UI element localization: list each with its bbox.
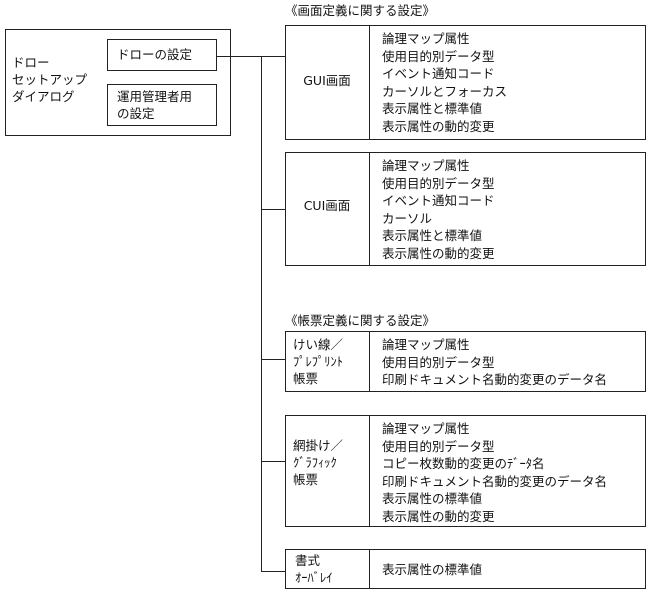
attribute-item: 表示属性の標準値 <box>382 562 483 577</box>
box-divider <box>369 25 370 140</box>
form-overlay-label: 書式 ｵｰﾊﾞﾚｲ <box>285 552 369 586</box>
attribute-item: 表示属性の動的変更 <box>382 245 495 261</box>
screen-section-heading: 《画面定義に関する設定》 <box>285 3 436 18</box>
attribute-item: カーソルとフォーカス <box>382 83 508 99</box>
admin-settings-label-line: の設定 <box>117 106 155 121</box>
box-divider <box>369 549 370 589</box>
attribute-item: 論理マップ属性 <box>382 158 470 173</box>
connector-line <box>261 571 285 572</box>
preprint-form-box <box>285 331 646 392</box>
attribute-item: 使用目的別データ型 <box>382 48 495 64</box>
group-label-line: 書式 <box>295 553 321 568</box>
group-label-line: 帳票 <box>293 472 319 487</box>
attribute-item: 表示属性の動的変更 <box>382 118 495 134</box>
box-divider <box>369 415 370 527</box>
attribute-item: イベント通知コード <box>382 66 495 82</box>
attribute-item: コピー枚数動的変更のﾃﾞｰﾀ名 <box>382 456 545 472</box>
preprint-form-label: けい線／ ﾌﾟﾚﾌﾟﾘﾝﾄ 帳票 <box>285 336 369 387</box>
form-overlay-box <box>285 549 646 589</box>
group-label-line: 帳票 <box>293 371 319 386</box>
preprint-attribute-list: 論理マップ属性 使用目的別データ型 印刷ドキュメント名動的変更のデータ名 <box>382 336 607 389</box>
attribute-item: カーソル <box>382 210 433 226</box>
attribute-item: 論理マップ属性 <box>382 31 470 46</box>
attribute-item: 表示属性の動的変更 <box>382 508 495 524</box>
attribute-item: 使用目的別データ型 <box>382 354 495 370</box>
attribute-item: 表示属性と標準値 <box>382 101 483 117</box>
gui-screen-label: GUI画面 <box>285 72 369 89</box>
dialog-label: ドロー セットアップ ダイアログ <box>12 54 87 105</box>
draw-settings-label: ドローの設定 <box>117 47 193 62</box>
graphic-attribute-list: 論理マップ属性 使用目的別データ型 コピー枚数動的変更のﾃﾞｰﾀ名 印刷ドキュメ… <box>382 420 607 526</box>
draw-settings-box <box>107 39 217 71</box>
dialog-label-line: セットアップ <box>12 72 88 87</box>
attribute-item: 表示属性と標準値 <box>382 228 483 244</box>
connector-line <box>261 209 285 210</box>
attribute-item: 印刷ドキュメント名動的変更のデータ名 <box>382 473 608 489</box>
cui-attribute-list: 論理マップ属性 使用目的別データ型 イベント通知コード カーソル 表示属性と標準… <box>382 157 495 263</box>
box-divider <box>369 331 370 392</box>
group-label-line: GUI画面 <box>303 73 351 88</box>
admin-settings-label-line: 運用管理者用 <box>117 89 193 104</box>
form-section-heading: 《帳票定義に関する設定》 <box>285 313 436 328</box>
dialog-label-line: ダイアログ <box>12 89 75 104</box>
group-label-line: ｵｰﾊﾞﾚｲ <box>295 570 333 585</box>
admin-settings-box <box>107 84 217 126</box>
gui-attribute-list: 論理マップ属性 使用目的別データ型 イベント通知コード カーソルとフォーカス 表… <box>382 30 507 136</box>
attribute-item: 使用目的別データ型 <box>382 175 495 191</box>
attribute-item: 論理マップ属性 <box>382 421 470 436</box>
group-label-line: けい線／ <box>293 337 344 352</box>
attribute-item: 使用目的別データ型 <box>382 438 495 454</box>
connector-line <box>261 359 285 360</box>
attribute-item: 表示属性の標準値 <box>382 491 483 507</box>
attribute-item: 論理マップ属性 <box>382 337 470 352</box>
gui-screen-box <box>285 25 646 140</box>
cui-screen-label: CUI画面 <box>285 197 369 214</box>
dialog-label-line: ドロー <box>12 55 50 70</box>
group-label-line: ｸﾞﾗﾌｨｯｸ <box>293 455 337 470</box>
group-label-line: CUI画面 <box>303 198 351 213</box>
trunk-line <box>261 56 262 571</box>
connector-line <box>261 461 285 462</box>
connector-line <box>217 56 285 57</box>
cui-screen-box <box>285 152 646 266</box>
group-label-line: ﾌﾟﾚﾌﾟﾘﾝﾄ <box>293 354 344 369</box>
attribute-item: イベント通知コード <box>382 193 495 209</box>
graphic-form-label: 網掛け／ ｸﾞﾗﾌｨｯｸ 帳票 <box>285 437 369 488</box>
group-label-line: 網掛け／ <box>293 438 344 453</box>
box-divider <box>369 152 370 266</box>
graphic-form-box <box>285 415 646 527</box>
admin-settings-label: 運用管理者用 の設定 <box>117 88 192 122</box>
attribute-item: 印刷ドキュメント名動的変更のデータ名 <box>382 372 608 388</box>
overlay-attribute-list: 表示属性の標準値 <box>382 561 482 579</box>
